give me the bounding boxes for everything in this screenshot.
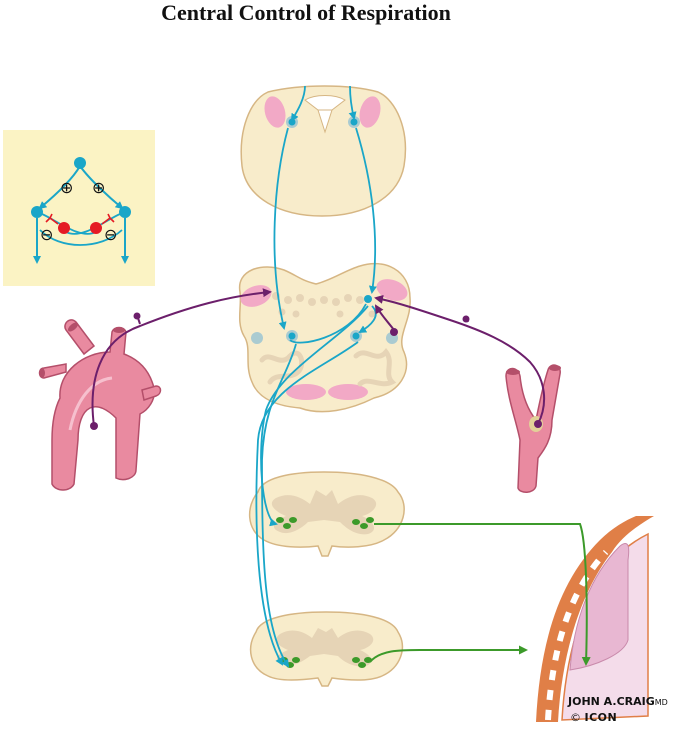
inset-background bbox=[3, 130, 155, 286]
inset-top-neuron bbox=[74, 157, 86, 169]
thoracic-cord-section bbox=[249, 611, 403, 687]
inset-plus-right: ⊕ bbox=[92, 178, 105, 197]
lung bbox=[569, 543, 630, 671]
carotid-nerve-ganglion bbox=[462, 315, 470, 323]
cervical-motor-neurons bbox=[276, 517, 374, 529]
neuron-inset: ⊕ ⊕ ⊖ ⊖ bbox=[3, 130, 155, 286]
pons-section bbox=[240, 85, 407, 217]
inset-inhibitory-neuron-left bbox=[58, 222, 70, 234]
inset-minus-left: ⊖ bbox=[40, 225, 53, 244]
aortic-receptor bbox=[90, 422, 98, 430]
carotid-bifurcation bbox=[505, 364, 561, 493]
sensory-afferent-pathways bbox=[91, 288, 546, 427]
publisher-logo: © ICON bbox=[570, 711, 617, 724]
aortic-arch bbox=[38, 319, 162, 491]
medulla-drg-neuron bbox=[364, 295, 372, 303]
respiratory-neuron-pathways bbox=[255, 85, 377, 668]
phrenic-nerve bbox=[374, 523, 591, 666]
cervical-cord-section bbox=[249, 471, 405, 557]
logo-mark: ICON bbox=[584, 711, 618, 724]
medulla-vrg-neuron-left bbox=[288, 332, 296, 340]
artist-name: JOHN A.CRAIG bbox=[568, 695, 655, 708]
inset-plus-left: ⊕ bbox=[60, 178, 73, 197]
medulla-vrg-neuron-right bbox=[352, 332, 360, 340]
artist-signature: JOHN A.CRAIGMD bbox=[568, 695, 668, 709]
inset-minus-right: ⊖ bbox=[104, 225, 117, 244]
artist-suffix: MD bbox=[654, 698, 668, 707]
carotid-receptor bbox=[534, 420, 542, 428]
inset-inhibitory-neuron-right bbox=[90, 222, 102, 234]
medulla-sensory-nucleus bbox=[390, 328, 398, 336]
pons-neuron-right bbox=[350, 118, 358, 126]
inset-left-neuron bbox=[31, 206, 43, 218]
aortic-nerve-ganglion bbox=[133, 312, 141, 320]
intercostal-nerve bbox=[369, 645, 528, 663]
inset-right-neuron bbox=[119, 206, 131, 218]
diagram-title: Central Control of Respiration bbox=[161, 0, 451, 25]
lung-chest-wall bbox=[536, 516, 654, 722]
copyright-symbol: © bbox=[570, 711, 581, 724]
motor-output-pathways bbox=[369, 523, 591, 666]
